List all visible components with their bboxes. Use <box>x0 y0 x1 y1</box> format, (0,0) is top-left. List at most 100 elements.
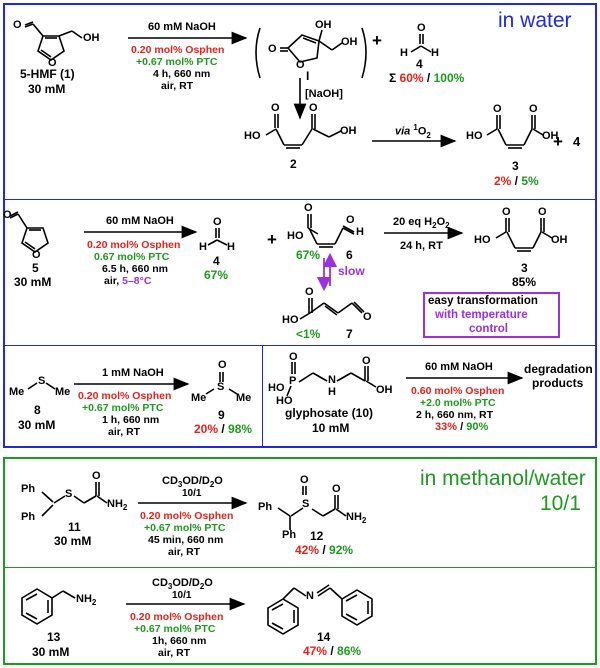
r5-osphen: 0.20 mol% Osphen <box>140 510 234 522</box>
atom-me: Me <box>191 392 207 404</box>
r5-cond1: 45 min, 660 nm <box>148 534 224 546</box>
atom-oh: OH <box>83 32 100 44</box>
atom-o: O <box>309 102 318 114</box>
r4-product-line1: degradation <box>524 362 593 376</box>
atom-h: H <box>199 241 207 253</box>
in-methanol-water-label: in methanol/water <box>420 467 586 490</box>
r1-cond2: air, RT <box>161 80 194 92</box>
r2-substrate-conc: 30 mM <box>14 275 52 289</box>
divider-1 <box>4 199 596 200</box>
atom-ph: Ph <box>258 501 273 513</box>
r2-osphen: 0.20 mol% Osphen <box>87 239 181 251</box>
atom-o: O <box>529 103 538 115</box>
r2-product-4-yield: 67% <box>204 268 229 282</box>
atom-oh: OH <box>551 234 568 246</box>
r3-yield: 20% / 98% <box>194 422 253 436</box>
benzylamine-structure <box>21 588 76 625</box>
r3-above-arrow: 1 mM NaOH <box>102 367 164 379</box>
r6-cond1: 1h, 660 nm <box>152 635 207 647</box>
r2-substrate-label: 5 <box>32 261 39 275</box>
r5-ptc: +0.67 mol% PTC <box>144 522 226 534</box>
intermediate-label: I <box>306 69 310 83</box>
compound-3b-structure <box>495 218 553 252</box>
atom-ho: HO <box>466 130 483 142</box>
r4-above-arrow: 60 mM NaOH <box>425 361 493 373</box>
r2-cond1: 6.5 h, 660 nm <box>102 263 168 275</box>
compound-12-structure <box>277 486 347 530</box>
r1-plus-2: + <box>553 132 563 151</box>
atom-ho: HO <box>276 395 293 407</box>
atom-p: P <box>289 375 297 387</box>
water-panel-frame <box>3 3 597 448</box>
divider-3 <box>262 345 263 447</box>
atom-oh: OH <box>376 384 393 396</box>
r2-h2o2-cond: 24 h, RT <box>400 240 443 252</box>
compound-7-structure <box>299 298 365 320</box>
r5-product-label: 12 <box>310 529 324 543</box>
atom-o: O <box>362 355 371 367</box>
atom-o: O <box>502 206 511 218</box>
divider-4 <box>4 567 596 568</box>
compound-14-structure <box>267 584 373 635</box>
atom-o: O <box>417 22 426 34</box>
compound-11-structure <box>41 482 108 517</box>
r3-cond2: air, RT <box>108 426 141 438</box>
atom-o: O <box>213 216 222 228</box>
intermediate-i-structure <box>255 27 367 79</box>
atom-me: Me <box>55 386 71 398</box>
atom-o: O <box>289 351 298 363</box>
r6-solvent: CD3OD/D2O <box>152 577 213 592</box>
atom-me: Me <box>236 392 252 404</box>
atom-ho: HO <box>244 130 261 142</box>
note-line-2: with temperature <box>435 309 528 321</box>
hmf-structure <box>24 21 83 61</box>
atom-oh: OH <box>341 36 358 48</box>
atom-ph: Ph <box>21 511 36 523</box>
atom-o: O <box>32 249 41 261</box>
atom-o: O <box>218 359 227 371</box>
via-singlet-oxygen: via 1O2 <box>395 123 431 140</box>
r6-osphen: 0.20 mol% Osphen <box>130 611 224 623</box>
r1-above-arrow: 60 mM NaOH <box>148 21 216 33</box>
r1-osphen: 0.20 mol% Osphen <box>131 44 225 56</box>
r1-ptc: +0.67 mol% PTC <box>136 56 218 68</box>
atom-h: H <box>227 241 235 253</box>
atom-s: S <box>217 381 225 393</box>
r4-ptc: +2.0 mol% PTC <box>420 397 496 409</box>
r5-solvent: CD3OD/D2O <box>162 475 223 490</box>
r2-product-7-yield: <1% <box>296 327 321 341</box>
compound-3-label: 3 <box>512 159 519 173</box>
r6-product-label: 14 <box>317 630 331 644</box>
atom-o: O <box>268 43 277 55</box>
atom-h: H <box>328 386 336 398</box>
r4-product-line2: products <box>532 376 584 390</box>
atom-o: O <box>271 102 280 114</box>
atom-o: O <box>363 311 372 323</box>
compound-6-structure <box>307 214 355 248</box>
compound-2-structure <box>265 114 342 149</box>
r4-substrate-name: glyphosate (10) <box>285 406 374 420</box>
atom-o: O <box>332 483 341 495</box>
r3-product-label: 9 <box>218 408 225 422</box>
divider-2 <box>4 345 596 346</box>
atom-h: H <box>400 47 408 59</box>
equilibrium-arrows <box>316 252 338 292</box>
r5-substrate-conc: 30 mM <box>54 534 92 548</box>
atom-ph: Ph <box>21 483 36 495</box>
atom-oh: OH <box>340 125 357 137</box>
r5-cond2: air, RT <box>168 546 201 558</box>
atom-ho: HO <box>474 234 491 246</box>
atom-o: O <box>296 59 305 71</box>
compound-3-structure <box>486 115 544 149</box>
atom-o: O <box>538 206 547 218</box>
r4-osphen: 0.60 mol% Osphen <box>411 385 505 397</box>
r6-ptc: +0.67 mol% PTC <box>134 623 216 635</box>
r1-product-4b: 4 <box>573 134 581 149</box>
atom-o: O <box>300 474 309 486</box>
atom-s: S <box>65 488 73 500</box>
compound-3b-yield: 85% <box>512 275 537 289</box>
atom-n: N <box>306 590 314 602</box>
r4-cond1: 2 h, 660 nm, RT <box>416 409 494 421</box>
atom-o: O <box>92 470 101 482</box>
